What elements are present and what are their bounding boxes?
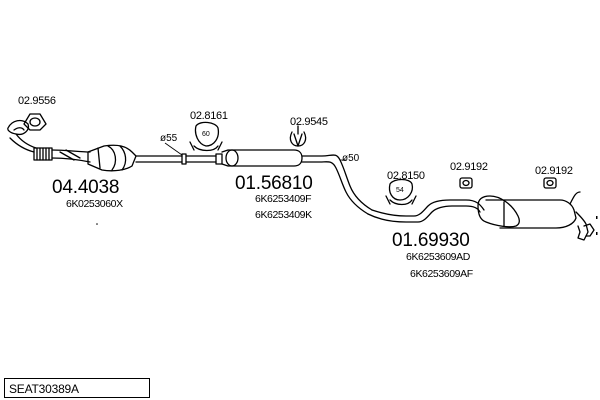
kit-id-label: SEAT30389A xyxy=(9,382,79,396)
gasket-icon xyxy=(23,113,47,131)
oem-reference-label: 6K0253060X xyxy=(66,198,123,210)
clamp-icon xyxy=(189,121,223,152)
part-number-label: 02.9192 xyxy=(450,161,488,173)
hanger-icon xyxy=(289,125,307,147)
part-number-label: 02.9556 xyxy=(18,95,56,107)
catalytic-converter xyxy=(87,144,187,172)
hanger-icon-2 xyxy=(459,177,473,189)
part-number-label: 04.4038 xyxy=(52,177,120,198)
part-number-label: 01.56810 xyxy=(235,173,313,194)
part-number-label: 02.9192 xyxy=(535,165,573,177)
part-number-label: 02.8161 xyxy=(190,110,228,122)
clamp-icon-2 xyxy=(385,178,417,206)
rear-silencer xyxy=(477,191,595,241)
oem-reference-label: 6K6253609AD xyxy=(406,251,470,263)
pipe-diameter-label: ø50 xyxy=(342,153,360,164)
part-number-label: 02.9545 xyxy=(290,116,328,128)
oem-reference-label: 6K6253609AF xyxy=(410,268,473,280)
clamp-size-label: 60 xyxy=(202,131,210,138)
oem-reference-label: 6K6253409F xyxy=(255,193,312,205)
clamp-size-label: 54 xyxy=(396,187,404,194)
front-pipe xyxy=(7,119,91,163)
pipe-diameter-label: ø55 xyxy=(160,133,178,144)
oem-reference-label: 6K6253409K xyxy=(255,209,312,221)
connector-pipe xyxy=(367,199,485,223)
part-number-label: 02.8150 xyxy=(387,170,425,182)
middle-silencer xyxy=(185,149,373,215)
part-number-label: 01.69930 xyxy=(392,230,470,251)
kit-id-box: SEAT30389A xyxy=(4,378,150,398)
hanger-icon-3 xyxy=(543,177,557,189)
